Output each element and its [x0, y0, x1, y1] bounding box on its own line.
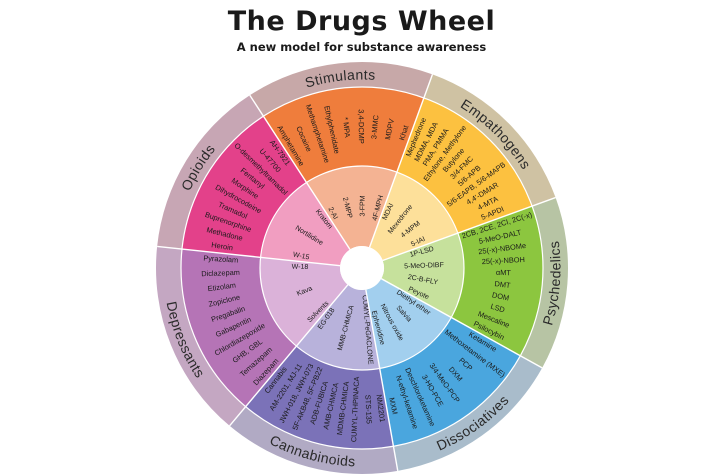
- empathogens-main-segment: [396, 97, 533, 234]
- depressants-main-segment: [180, 249, 297, 407]
- stimulants-main-segment: [263, 87, 424, 183]
- drug-name-label: Diclazepam: [201, 268, 240, 279]
- ring-divider: [180, 86, 544, 450]
- segment-divider: [382, 196, 556, 262]
- opioids-inner-segment: [260, 182, 351, 266]
- segment-divider: [157, 245, 341, 267]
- stimulants-inner-segment: [306, 166, 397, 250]
- drug-name-label: MXM: [387, 397, 400, 416]
- inner-drug-label: 2-MPP: [341, 197, 353, 220]
- category-opioids: OpioidsHeroinMethadoneBuprenorphineTrama…: [157, 95, 351, 266]
- drug-name-label: CUMYL-THPINACA: [349, 376, 361, 442]
- ring-divider: [259, 165, 465, 371]
- category-cannabinoids: CannabinoidsNM2201STS-135CUMYL-THPINACAM…: [229, 284, 398, 474]
- drug-name-label: Etizolam: [207, 280, 236, 293]
- drug-name-label: STS-135: [363, 395, 373, 425]
- dissociatives-inner-segment: [365, 278, 452, 369]
- depressants-outer-band: [156, 246, 246, 426]
- drug-name-label: DMT: [494, 279, 511, 290]
- dissociatives-outer-band: [393, 355, 543, 471]
- segment-divider: [365, 289, 399, 471]
- drug-name-label: 3-MMC: [369, 114, 380, 140]
- inner-drug-label: 5-MeO-DIBF: [404, 262, 444, 270]
- dissociatives-main-segment: [379, 317, 521, 447]
- drug-name-label: * MPA: [341, 117, 352, 138]
- inner-drug-label: W-18: [292, 264, 309, 271]
- page-title: The Drugs Wheel: [227, 6, 496, 37]
- drug-name-label: MDPV: [383, 118, 396, 141]
- depressants-inner-segment: [260, 257, 348, 347]
- segment-divider: [380, 278, 543, 369]
- empathogens-inner-segment: [369, 172, 458, 261]
- psychedelics-main-segment: [451, 206, 543, 356]
- cannabinoids-outer-band: [229, 406, 398, 474]
- segment-divider: [249, 94, 351, 250]
- cannabinoids-inner-segment: [296, 284, 380, 371]
- empathogens-outer-band: [423, 74, 556, 207]
- drug-name-label: Heroin: [211, 240, 234, 252]
- stimulants-outer-band: [249, 62, 433, 117]
- drug-name-label: Pyrazolam: [203, 254, 238, 265]
- inner-drug-label: 3-FPM: [359, 195, 366, 216]
- cannabinoids-main-segment: [245, 346, 394, 449]
- wheel-center: [340, 246, 384, 290]
- segment-divider: [368, 74, 434, 248]
- inner-drug-label: W-15: [292, 251, 310, 261]
- opioids-main-segment: [181, 116, 307, 258]
- segment-divider: [229, 284, 349, 427]
- drug-name-label: DOM: [491, 290, 510, 302]
- drug-name-label: 25(-x)-NBOH: [482, 255, 526, 266]
- drug-name-label: NM2201: [375, 394, 388, 423]
- drug-name-label: LSD: [490, 302, 506, 315]
- drug-name-label: 3,4-DCMP: [357, 109, 366, 144]
- drug-name-label: Khat: [397, 124, 410, 141]
- psychedelics-outer-band: [520, 197, 568, 368]
- page-subtitle: A new model for substance awareness: [236, 40, 487, 54]
- drug-name-label: αMT: [496, 268, 512, 278]
- opioids-outer-band: [157, 95, 264, 250]
